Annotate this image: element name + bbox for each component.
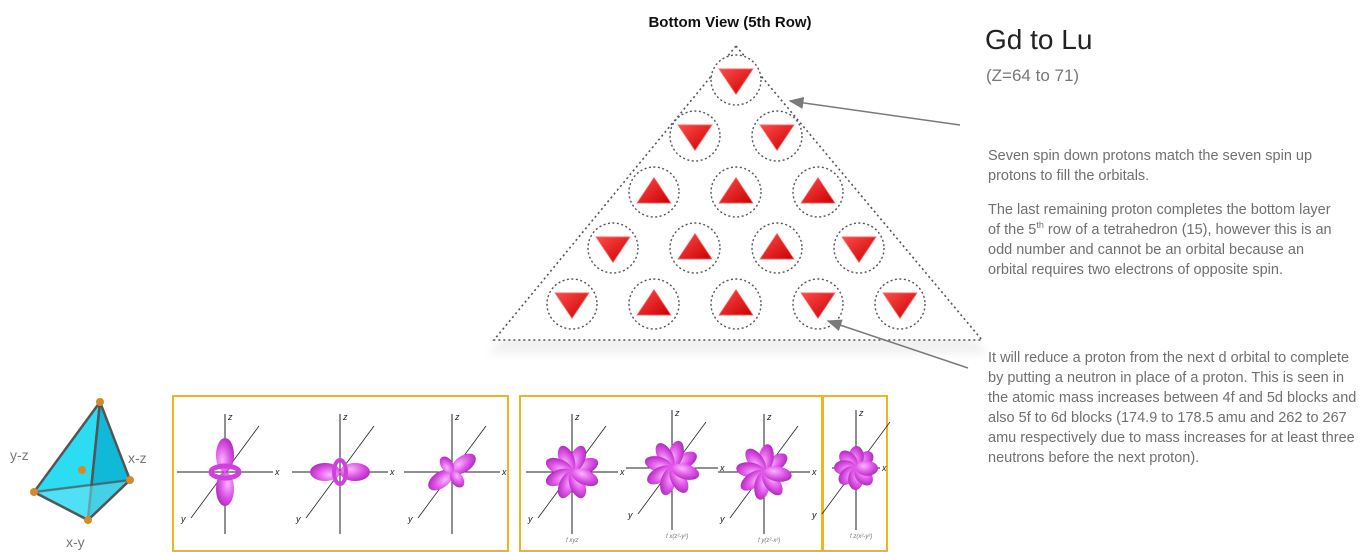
tetrahedron-icon [29, 398, 134, 524]
element-range-heading: Gd to Lu [985, 24, 1093, 55]
orbital-lobe [450, 471, 465, 488]
orbital-lobe [439, 456, 454, 473]
axis-y-label: y [180, 514, 186, 524]
atomic-number-range: (Z=64 to 71) [986, 66, 1080, 85]
axis-z-label: z [674, 408, 680, 418]
proton-up-2-1 [710, 166, 762, 218]
proton-down-1-1 [751, 110, 803, 162]
axis-y-label: y [295, 514, 301, 524]
proton-down-3-3 [833, 222, 885, 274]
proton-up-4-2 [710, 278, 762, 330]
orbital-lobe [671, 463, 700, 480]
proton-up-4-1 [628, 278, 680, 330]
tetra-label-bottom: x-y [66, 534, 85, 550]
orbital-lobe [428, 469, 453, 491]
orbital-lobe [216, 438, 234, 472]
axes: z x y [177, 412, 280, 534]
neutron-mass-paragraph: It will reduce a proton from the next d … [988, 350, 1357, 466]
orbital-sub-label: f x(z²-y²) [666, 534, 688, 540]
proton-down-4-0 [546, 278, 598, 330]
axis-x-label: x [881, 463, 887, 473]
tetra-label-right: x-z [128, 450, 147, 466]
f-orbital-box-b [822, 395, 888, 552]
orbital-lobe [855, 460, 878, 476]
bottom-view-title: Bottom View (5th Row) [648, 14, 812, 31]
orbital-sub-label: f y(z²-x²) [758, 538, 780, 544]
remaining-proton-paragraph: The last remaining proton completes the … [988, 200, 1333, 280]
proton-down-1-0 [669, 110, 721, 162]
paragraph2-text-a: The last remaining proton completes the … [988, 202, 1331, 238]
spin-pair-paragraph: Seven spin down protons match the seven … [988, 148, 1313, 184]
proton-up-3-1 [669, 222, 721, 274]
axis-z-label: z [342, 412, 348, 422]
orbital-lobe [763, 466, 792, 482]
tetra-label-left: y-z [10, 447, 29, 463]
orbital-sub-label: f xyz [566, 538, 578, 544]
axis-x-label: x [719, 463, 725, 473]
axis-x-label: x [501, 467, 507, 477]
axis-y-label: y [527, 514, 533, 524]
axis-y-label: y [407, 514, 413, 524]
axis-y-label: y [719, 514, 725, 524]
axis-x-label: x [274, 467, 280, 477]
axis-z-label: z [766, 412, 772, 422]
pointer-arrow-bottom [826, 319, 969, 369]
proton-down-0-0 [710, 54, 762, 106]
axis-z-label: z [574, 412, 580, 422]
proton-down-3-0 [587, 222, 639, 274]
ordinal-suffix: th [1036, 220, 1044, 231]
axis-z-label: z [454, 412, 460, 422]
axis-y-label: y [627, 510, 633, 520]
orbital-torus [332, 458, 348, 486]
proton-down-4-3 [792, 278, 844, 330]
orbital-lobe [216, 472, 234, 506]
proton-up-2-2 [792, 166, 844, 218]
axis-y-label: y [811, 510, 817, 520]
pointer-arrow-top [788, 96, 961, 126]
proton-down-4-4 [874, 278, 926, 330]
axis-z-label: z [227, 412, 233, 422]
orbital-lobe [451, 453, 476, 475]
orbital-lobe [571, 468, 599, 487]
orbital-torus [208, 463, 242, 481]
axis-x-label: x [619, 467, 625, 477]
proton-up-2-0 [628, 166, 680, 218]
d-orbital-box [172, 395, 509, 552]
orbital-sub-label: f z(x²-y²) [850, 534, 872, 540]
paragraph2-text-b: row of a tetrahedron (15), however this … [988, 222, 1332, 278]
proton-up-3-2 [751, 222, 803, 274]
axis-x-label: x [811, 467, 817, 477]
axis-x-label: x [389, 467, 395, 477]
axis-z-label: z [858, 408, 864, 418]
